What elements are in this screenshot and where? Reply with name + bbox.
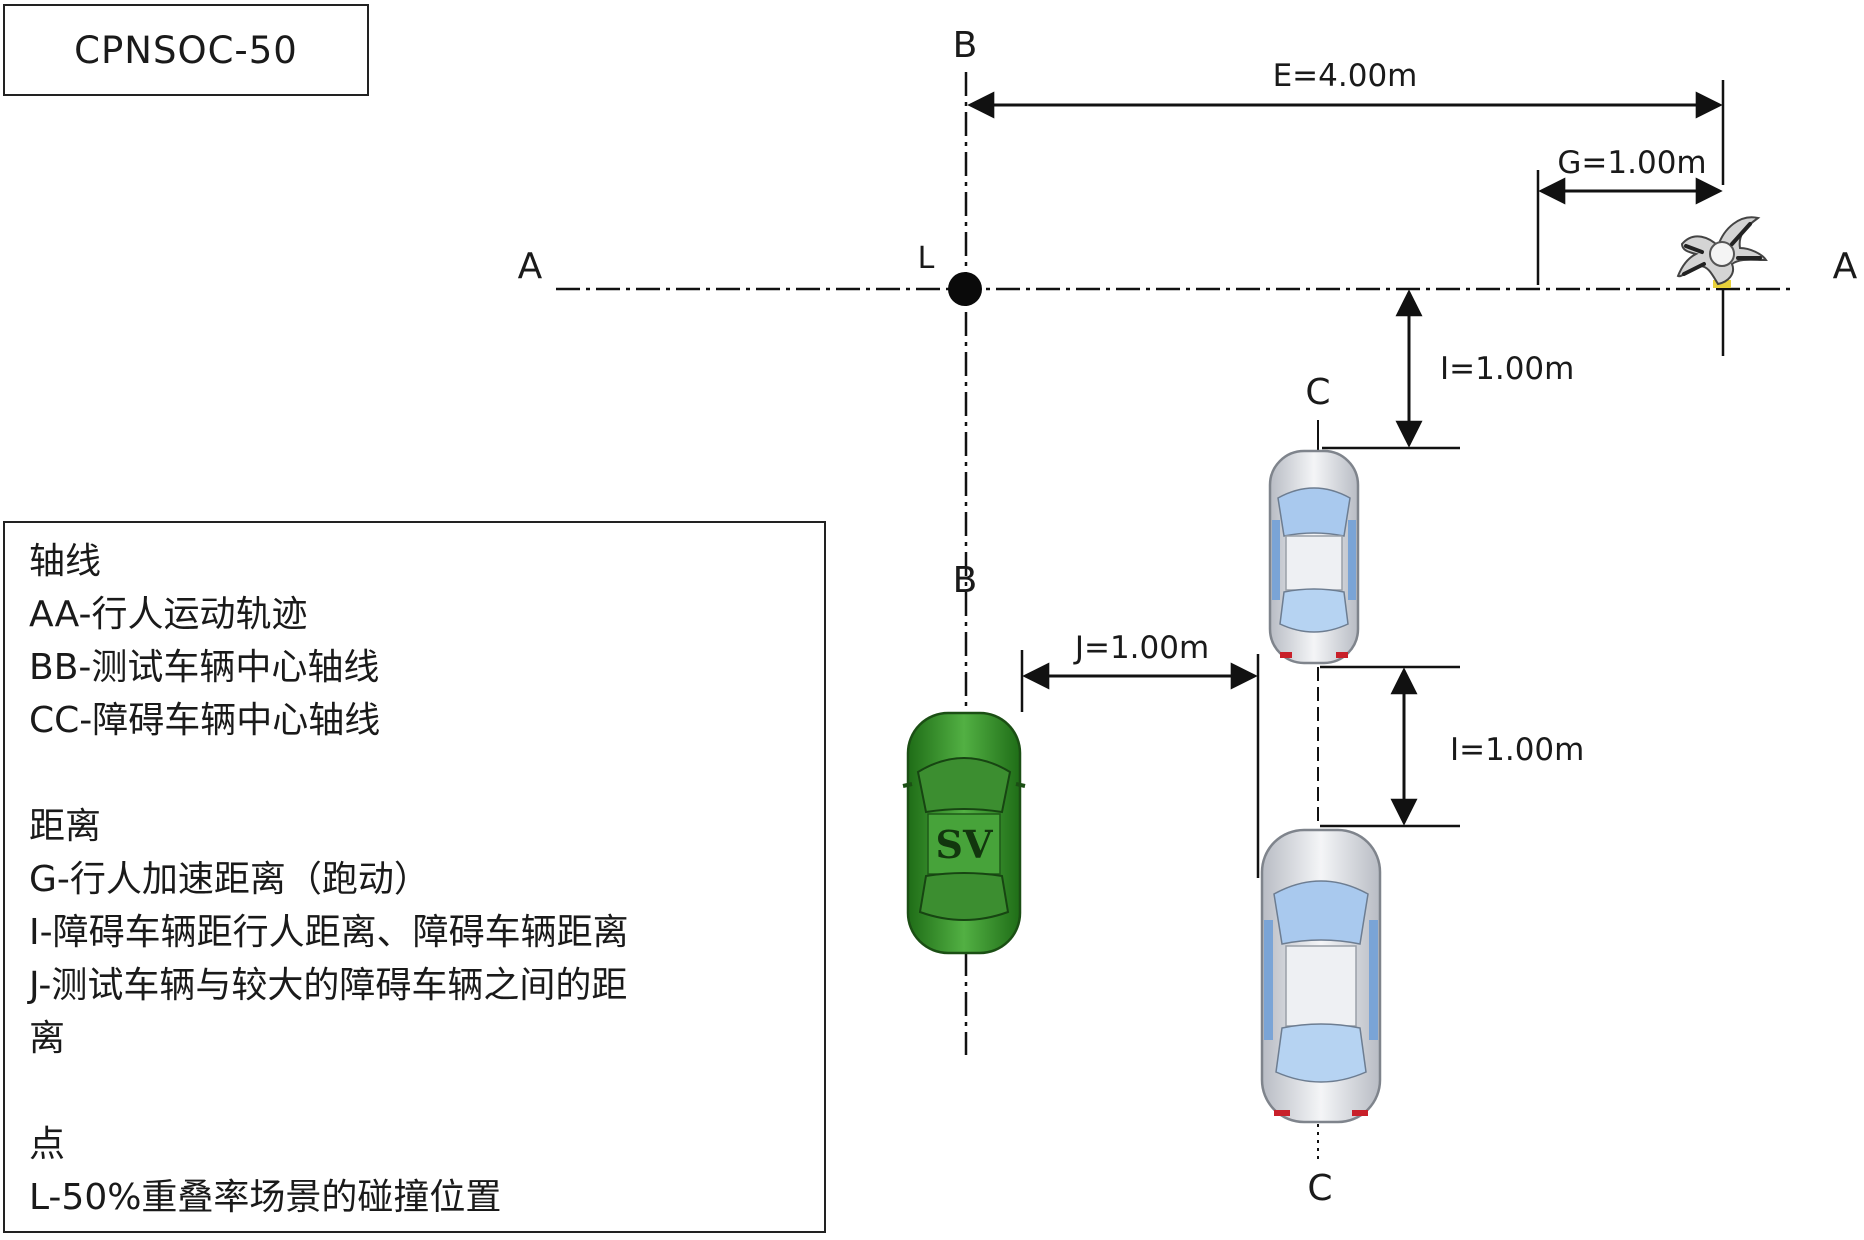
legend-axes-cc: CC-障碍车辆中心轴线 — [29, 700, 381, 741]
pedestrian-target-icon — [1676, 216, 1768, 288]
dim-i-top-label: I=1.00m — [1440, 351, 1574, 387]
axis-b-mid-label: B — [953, 560, 978, 601]
obstacle-car-upper — [1268, 449, 1360, 665]
axis-a-right-label: A — [1833, 246, 1858, 287]
legend-spacer — [29, 747, 824, 800]
axis-c-bottom-label: C — [1307, 1168, 1332, 1209]
axis-c-top-label: C — [1305, 372, 1330, 413]
legend-axes-aa: AA-行人运动轨迹 — [29, 594, 308, 635]
legend-spacer — [29, 1065, 824, 1118]
scenario-title: CPNSOC-50 — [74, 28, 298, 72]
scenario-title-box: CPNSOC-50 — [3, 4, 369, 96]
legend-point-heading: 点 — [29, 1124, 66, 1165]
legend-distance-heading: 距离 — [29, 806, 102, 847]
dim-j-label: J=1.00m — [1073, 630, 1209, 666]
obstacle-car-lower — [1260, 828, 1382, 1124]
legend-distance-i: I-障碍车辆距行人距离、障碍车辆距离 — [29, 912, 629, 953]
legend-distance-j-line1: J-测试车辆与较大的障碍车辆之间的距 — [29, 965, 628, 1006]
collision-point-l — [948, 272, 982, 306]
legend-point-l: L-50%重叠率场景的碰撞位置 — [29, 1177, 502, 1218]
axis-b-top-label: B — [953, 25, 978, 66]
legend-box: 轴线 AA-行人运动轨迹 BB-测试车辆中心轴线 CC-障碍车辆中心轴线 距离 … — [3, 521, 826, 1233]
test-vehicle-sv — [902, 711, 1026, 955]
dim-g-label: G=1.00m — [1557, 145, 1706, 181]
sv-label: SV — [936, 822, 994, 867]
point-l-label: L — [918, 241, 935, 276]
legend-distance-g: G-行人加速距离（跑动） — [29, 859, 430, 900]
legend-axes-heading: 轴线 — [29, 541, 102, 582]
axis-a-left-label: A — [518, 246, 543, 287]
dim-e-label: E=4.00m — [1273, 58, 1418, 94]
legend-distance-j-line2: 离 — [29, 1018, 66, 1059]
dim-i-bottom-label: I=1.00m — [1450, 732, 1584, 768]
legend-axes-bb: BB-测试车辆中心轴线 — [29, 647, 380, 688]
